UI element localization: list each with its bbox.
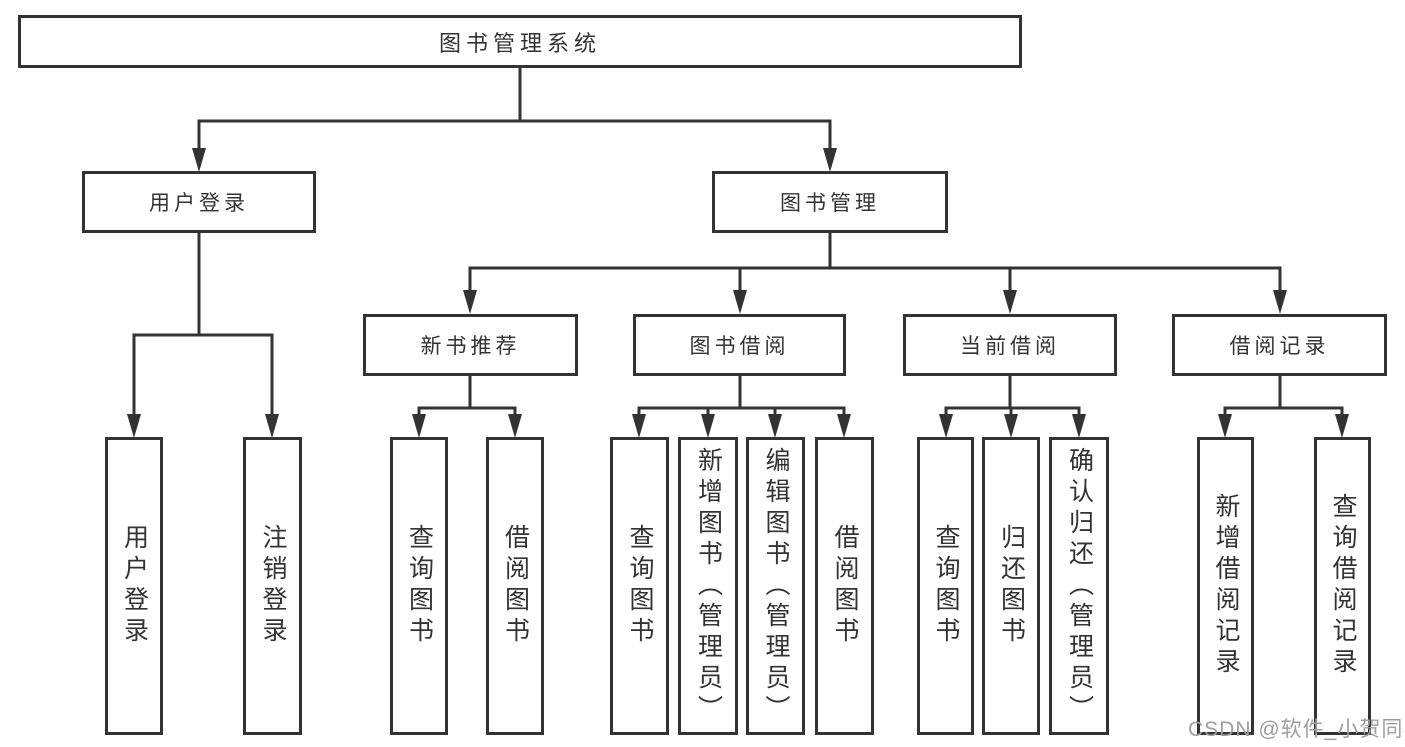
leaf-borrow-query-label: 查询图书 (626, 524, 654, 648)
leaf-records-query: 查询借阅记录 (1314, 437, 1371, 735)
leaf-borrow-add-admin-label: 新增图书（管理员） (694, 446, 723, 726)
node-book-management-label: 图书管理 (780, 192, 880, 215)
node-new-book-recommend: 新书推荐 (363, 314, 578, 376)
node-user-login-label: 用户登录 (149, 192, 249, 215)
node-book-management: 图书管理 (712, 171, 948, 233)
leaf-borrow-query: 查询图书 (610, 437, 669, 735)
node-book-borrow: 图书借阅 (633, 314, 846, 376)
leaf-borrow-borrow: 借阅图书 (815, 437, 874, 735)
leaf-newbook-borrow-label: 借阅图书 (501, 524, 530, 648)
leaf-current-return-label: 归还图书 (997, 524, 1026, 648)
node-root-label: 图书管理系统 (438, 30, 601, 56)
leaf-logout: 注销登录 (243, 437, 302, 735)
node-root-system: 图书管理系统 (18, 15, 1022, 68)
leaf-borrow-edit-admin-label: 编辑图书（管理员） (762, 446, 790, 726)
node-current-borrow: 当前借阅 (903, 314, 1117, 376)
leaf-current-confirm-admin: 确认归还（管理员） (1049, 437, 1109, 735)
leaf-records-query-label: 查询借阅记录 (1329, 493, 1357, 679)
leaf-current-return: 归还图书 (982, 437, 1040, 735)
leaf-records-add: 新增借阅记录 (1197, 437, 1254, 735)
node-borrow-records-label: 借阅记录 (1229, 335, 1330, 358)
leaf-borrow-add-admin: 新增图书（管理员） (678, 437, 738, 735)
node-new-book-recommend-label: 新书推荐 (420, 335, 521, 358)
node-user-login: 用户登录 (82, 171, 316, 233)
leaf-logout-label: 注销登录 (259, 524, 287, 648)
leaf-user-login-label: 用户登录 (120, 524, 149, 648)
leaf-current-query-label: 查询图书 (932, 524, 960, 648)
leaf-user-login: 用户登录 (105, 437, 163, 735)
leaf-borrow-borrow-label: 借阅图书 (831, 524, 859, 648)
leaf-current-confirm-admin-label: 确认归还（管理员） (1065, 446, 1094, 726)
node-book-borrow-label: 图书借阅 (689, 335, 790, 358)
leaf-borrow-edit-admin: 编辑图书（管理员） (746, 437, 805, 735)
csdn-watermark: CSDN @软件_小贺同学 (1188, 718, 1405, 741)
node-current-borrow-label: 当前借阅 (960, 335, 1060, 358)
leaf-newbook-query: 查询图书 (390, 437, 448, 735)
leaf-newbook-borrow: 借阅图书 (486, 437, 544, 735)
leaf-newbook-query-label: 查询图书 (405, 524, 434, 648)
node-borrow-records: 借阅记录 (1172, 314, 1387, 376)
leaf-current-query: 查询图书 (917, 437, 974, 735)
leaf-records-add-label: 新增借阅记录 (1212, 493, 1240, 679)
